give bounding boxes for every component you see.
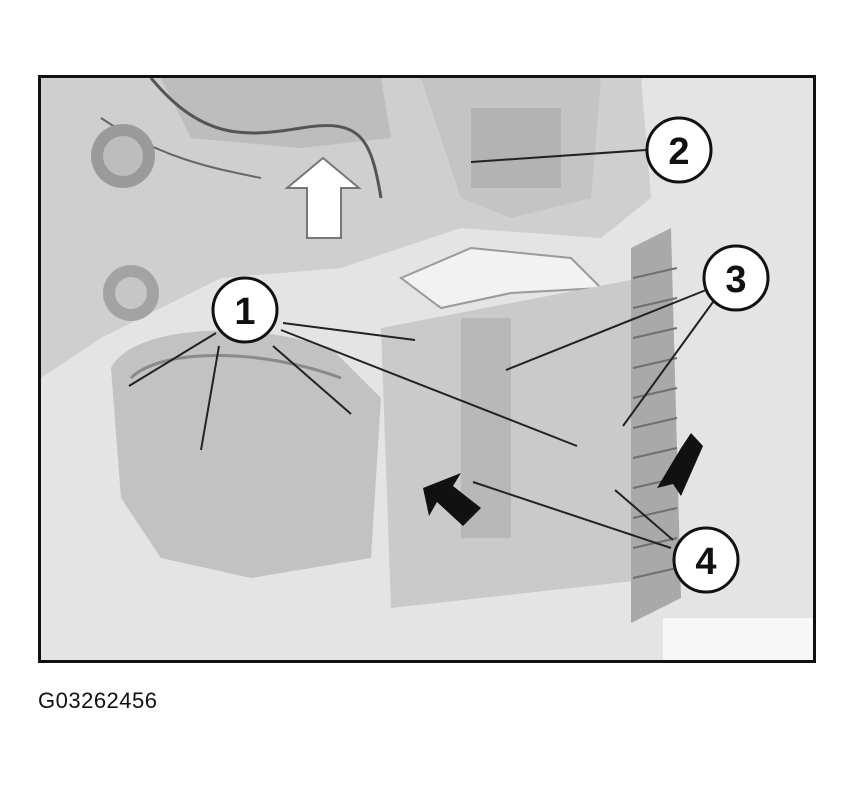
black-arrow-icon xyxy=(657,433,703,496)
callout-3-number: 3 xyxy=(725,259,746,301)
callout-1-number: 1 xyxy=(234,291,255,333)
callout-2 xyxy=(645,116,713,184)
callout-2-number: 2 xyxy=(668,131,689,173)
callout-4-number: 4 xyxy=(695,541,716,583)
black-arrow-icon xyxy=(423,473,481,526)
component-photo: 1 2 3 4 xyxy=(41,78,813,660)
up-arrow-icon xyxy=(284,156,362,239)
figure-id-label: G03262456 xyxy=(38,688,158,713)
callout-3 xyxy=(702,244,770,312)
callout-4 xyxy=(672,526,740,594)
figure-frame: 1 2 3 4 xyxy=(38,75,816,663)
callout-1 xyxy=(211,276,279,344)
